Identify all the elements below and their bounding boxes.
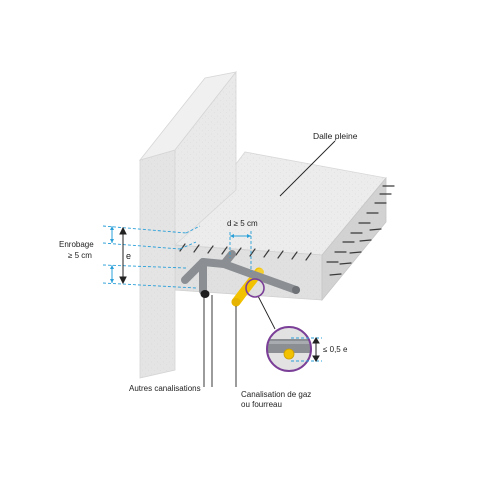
gas-pipe-highlight-ring [245,278,265,298]
detail-zoom [266,326,322,372]
dim-cover-plane [102,242,181,250]
label-slab: Dalle pleine [313,131,358,141]
spacing-arrows [230,234,251,238]
detail-dim-lines [291,337,322,362]
label-cover-line1: Enrobage [59,240,94,249]
dimension-lines [102,225,252,289]
label-gas-pipe-line2: ou fourreau [241,400,282,409]
label-cover-line2: ≥ 5 cm [68,251,92,260]
detail-zoom-ring [266,326,312,372]
cover-arrows [110,226,114,283]
label-detail-limit: ≤ 0,5 e [323,345,348,354]
leader-detail [257,295,276,330]
dim-top-plane [102,225,187,234]
dim-bottom-plane [102,282,197,289]
other-pipe-end [200,290,210,298]
leader-lines [203,140,336,387]
label-other-pipes: Autres canalisations [129,384,201,393]
label-thickness: e [126,251,131,261]
dim-bottom-cover-plane [102,264,187,269]
label-gas-pipe-line1: Canalisation de gaz [241,390,311,399]
detail-gas-pipe [283,348,295,360]
other-pipe-horizontal [181,258,300,294]
thickness-dimension [119,226,127,285]
wall [138,70,237,379]
rebar-ends-front [179,243,312,261]
gas-pipe-end [231,298,241,306]
rebar-ends-side [326,185,395,276]
label-spacing: d ≥ 5 cm [227,219,258,228]
detail-dim-arrow [312,337,320,362]
leader-slab [279,140,336,197]
